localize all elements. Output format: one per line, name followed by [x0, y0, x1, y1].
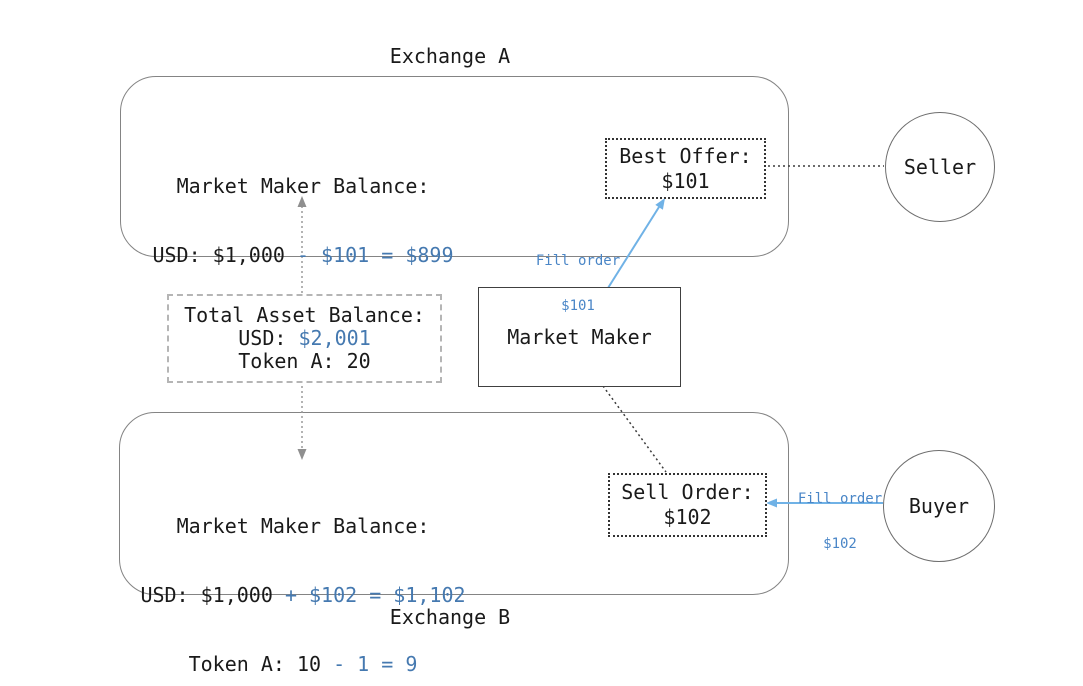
- exchange-b-balance: Market Maker Balance: USD: $1,000 + $102…: [128, 469, 478, 686]
- balance-heading: Market Maker Balance:: [176, 514, 430, 538]
- best-offer-box: Best Offer: $101: [605, 138, 766, 199]
- total-asset-box: Total Asset Balance: USD: $2,001 Token A…: [167, 294, 442, 383]
- sell-order-value: $102: [663, 505, 712, 529]
- fill-order-a-line1: Fill order: [535, 253, 621, 269]
- usd-base: USD: $1,000: [152, 243, 297, 267]
- seller-node: Seller: [885, 112, 995, 222]
- fill-order-b-arrowhead-icon: [766, 498, 777, 508]
- usd-delta: - $101 = $899: [296, 243, 454, 267]
- usd-delta: + $102 = $1,102: [284, 583, 466, 607]
- sell-order-label: Sell Order:: [621, 480, 754, 504]
- fill-order-a-arrow: [607, 206, 660, 289]
- best-offer-value: $101: [661, 168, 710, 193]
- balance-usd-line: USD: $1,000 + $102 = $1,102: [128, 584, 478, 607]
- arrow-down-icon: [297, 449, 307, 460]
- token-base: Token A: 10: [188, 652, 334, 676]
- total-asset-usd-line: USD: $2,001: [238, 327, 370, 350]
- maker-sellorder-link: [602, 385, 667, 473]
- exchange-a-title: Exchange A: [389, 44, 511, 68]
- balance-token-line: Token A: 10 - 1 = 9: [128, 653, 478, 676]
- total-asset-token-line: Token A: 20: [238, 349, 371, 373]
- total-asset-usd-value: $2,001: [298, 326, 371, 350]
- fill-order-a-line2: $101: [561, 298, 595, 314]
- fill-order-b-line1: Fill order: [797, 491, 883, 507]
- best-offer-label: Best Offer:: [619, 143, 752, 168]
- total-asset-heading: Total Asset Balance:: [184, 303, 425, 327]
- usd-base: USD: $1,000: [140, 583, 285, 607]
- buyer-node: Buyer: [883, 450, 995, 562]
- exchange-b-title: Exchange B: [389, 605, 511, 629]
- buyer-label: Buyer: [908, 494, 970, 518]
- fill-order-a-label: Fill order $101: [508, 224, 648, 344]
- sell-order-box: Sell Order: $102: [608, 473, 767, 537]
- balance-heading: Market Maker Balance:: [176, 174, 430, 198]
- arrow-up-icon: [297, 196, 307, 207]
- fill-order-b-line2: $102: [823, 536, 857, 552]
- token-delta: - 1 = 9: [333, 652, 418, 676]
- fill-order-b-label: Fill order $102: [770, 462, 910, 582]
- market-maker-box: Market Maker: [478, 287, 681, 387]
- fill-order-a-arrowhead-icon: [655, 198, 665, 210]
- seller-label: Seller: [903, 155, 977, 179]
- balance-usd-line: USD: $1,000 - $101 = $899: [128, 244, 478, 267]
- market-maker-label: Market Maker: [507, 325, 652, 349]
- total-asset-usd-label: USD:: [238, 326, 299, 350]
